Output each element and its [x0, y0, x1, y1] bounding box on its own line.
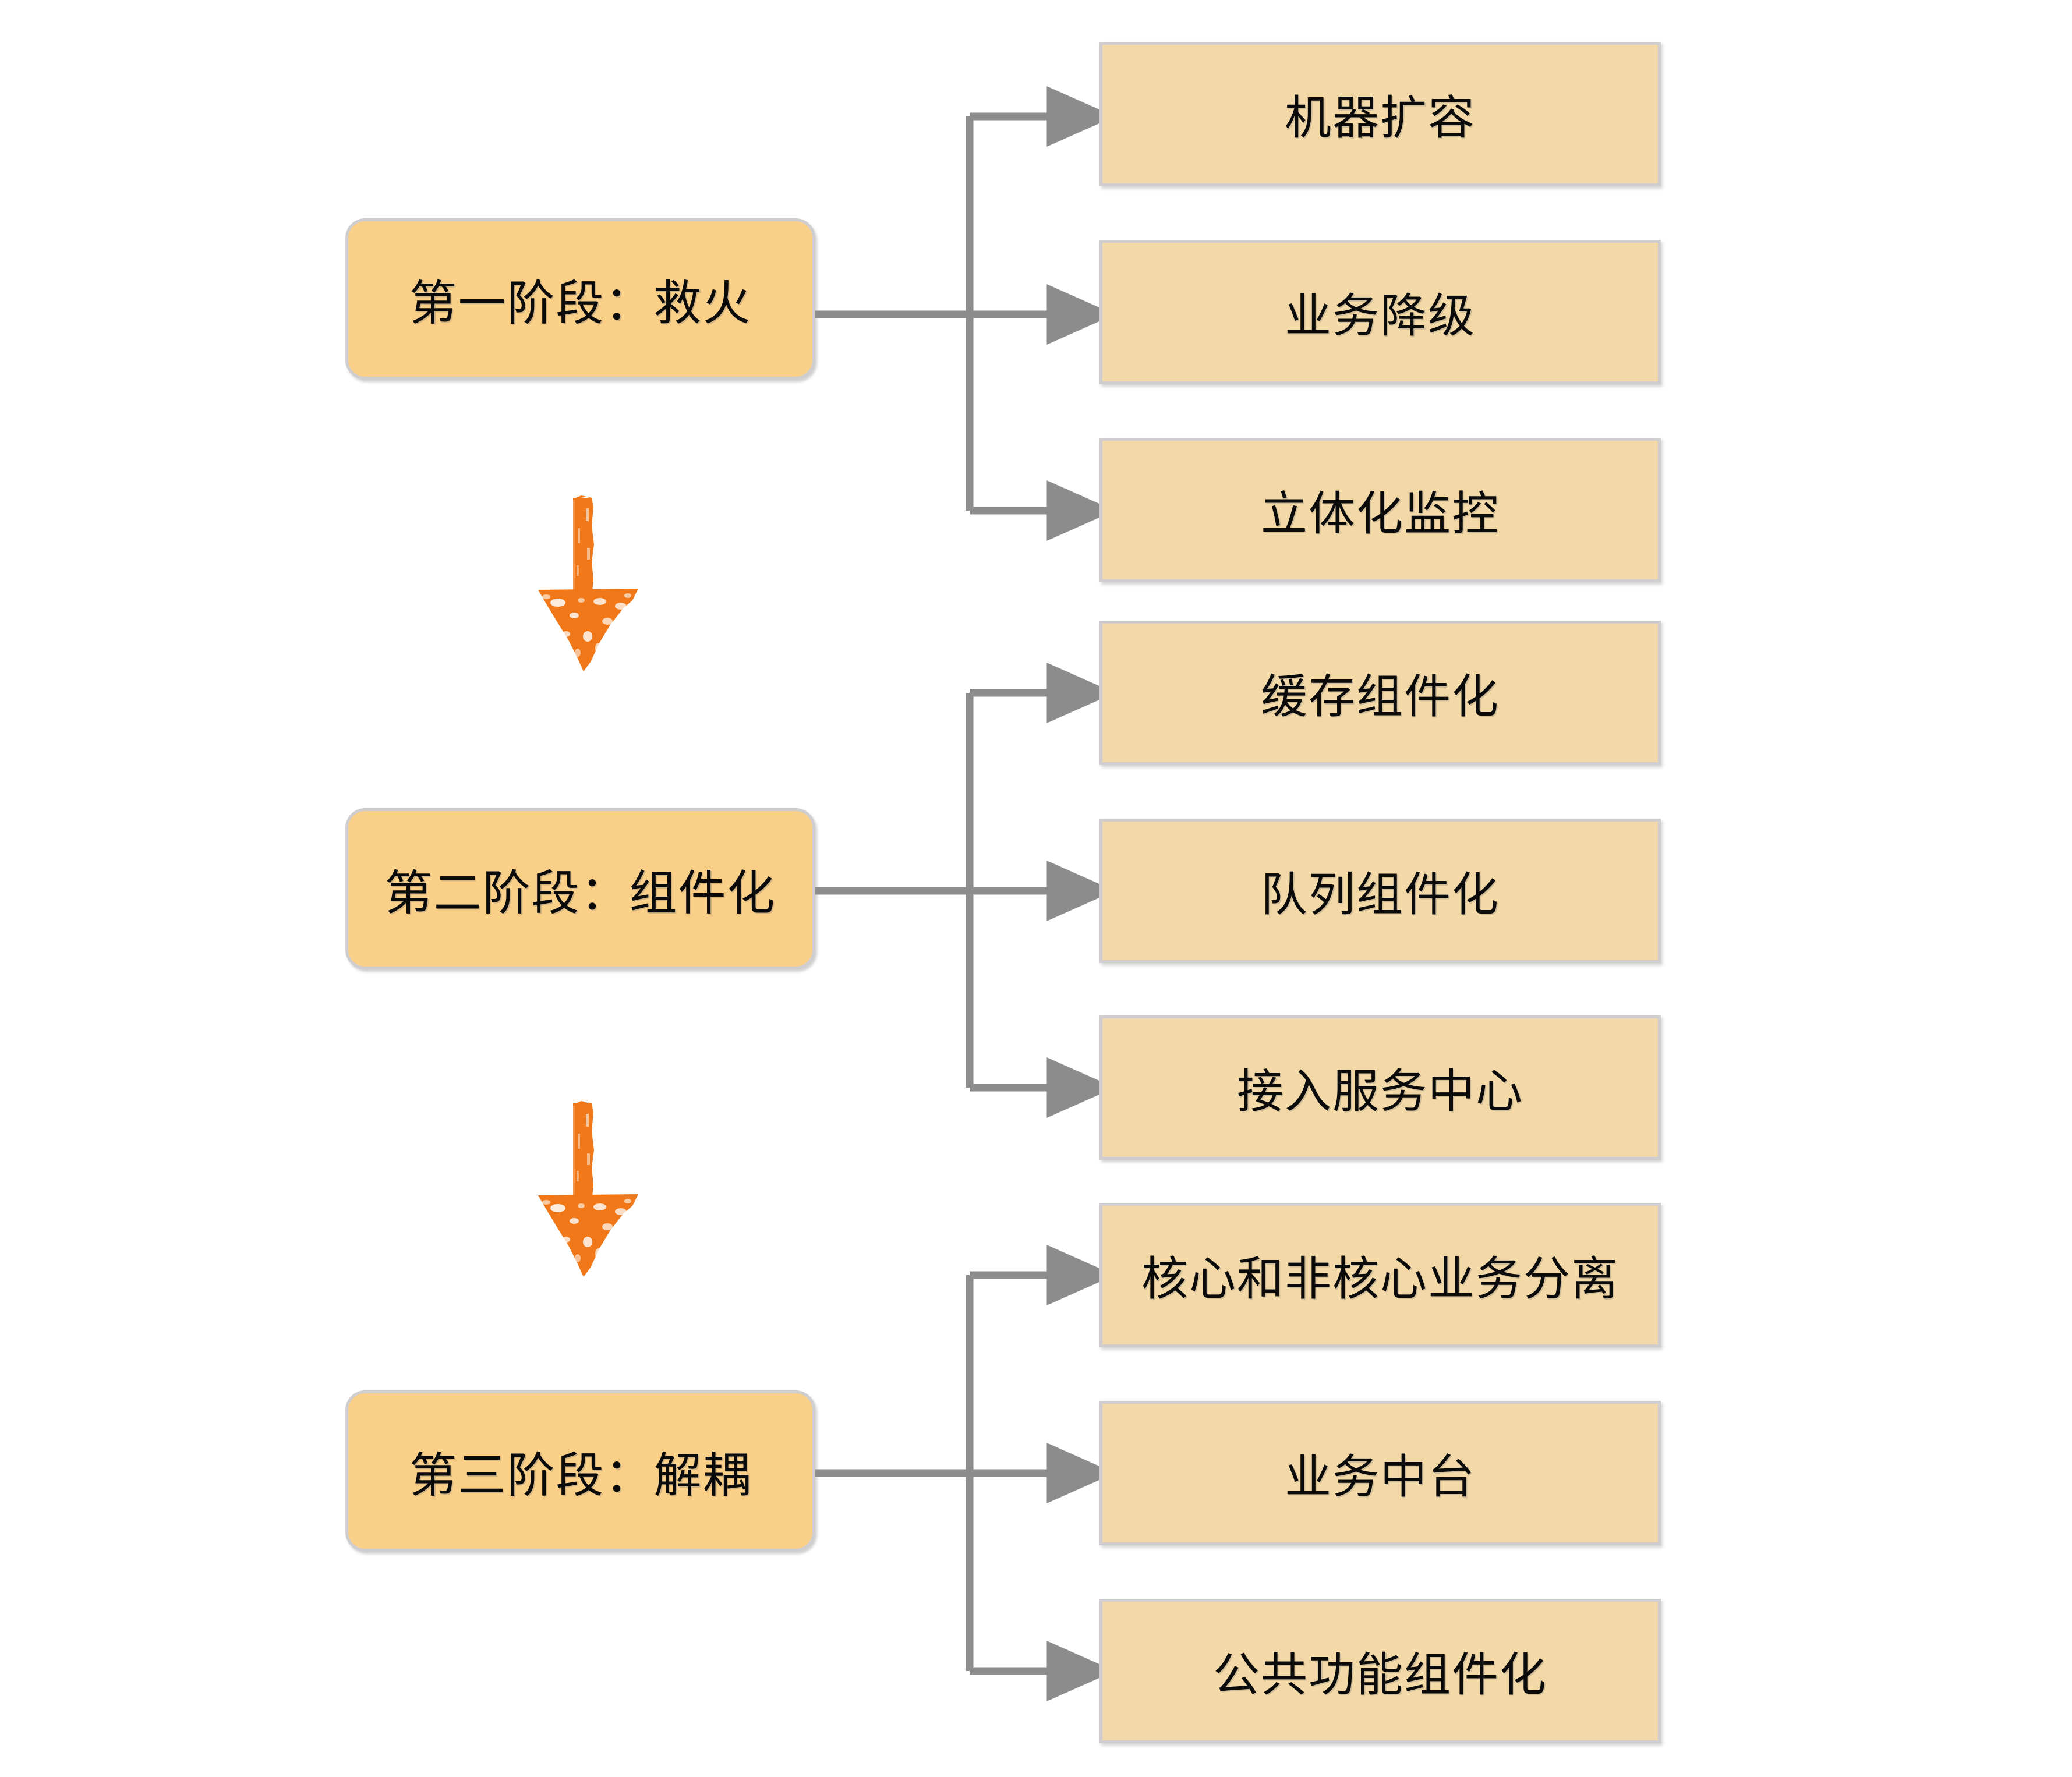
stage-label-3: 第三阶段：解耦 — [409, 1449, 752, 1502]
task-box-1-2[interactable]: 业务降级 — [1099, 240, 1661, 384]
down-arrow-icon-1 — [538, 495, 638, 671]
connector-group-stage-2 — [815, 663, 1115, 1118]
task-label-2-1: 缓存组件化 — [1261, 671, 1500, 723]
stage-label-2: 第二阶段：组件化 — [384, 867, 776, 920]
down-arrow-icon-2 — [538, 1101, 638, 1277]
task-label-3-1: 核心和非核心业务分离 — [1141, 1253, 1619, 1305]
task-box-2-1[interactable]: 缓存组件化 — [1099, 621, 1661, 765]
stage-label-1: 第一阶段：救火 — [409, 277, 752, 330]
task-box-2-2[interactable]: 队列组件化 — [1099, 819, 1661, 963]
task-box-3-1[interactable]: 核心和非核心业务分离 — [1099, 1203, 1661, 1347]
task-label-3-3: 公共功能组件化 — [1213, 1649, 1547, 1701]
task-label-2-3: 接入服务中心 — [1237, 1066, 1523, 1117]
task-box-1-1[interactable]: 机器扩容 — [1099, 42, 1661, 186]
task-box-3-2[interactable]: 业务中台 — [1099, 1401, 1661, 1545]
task-box-2-3[interactable]: 接入服务中心 — [1099, 1015, 1661, 1160]
stage-box-1[interactable]: 第一阶段：救火 — [345, 218, 815, 380]
connector-group-stage-1 — [815, 86, 1115, 541]
task-label-3-2: 业务中台 — [1285, 1451, 1476, 1503]
task-box-3-3[interactable]: 公共功能组件化 — [1099, 1599, 1661, 1743]
task-label-1-3: 立体化监控 — [1261, 488, 1500, 540]
connector-group-stage-3 — [815, 1245, 1115, 1701]
task-label-2-2: 队列组件化 — [1261, 869, 1500, 921]
task-label-1-2: 业务降级 — [1285, 290, 1476, 342]
task-label-1-1: 机器扩容 — [1285, 92, 1476, 144]
task-box-1-3[interactable]: 立体化监控 — [1099, 438, 1661, 582]
stage-box-2[interactable]: 第二阶段：组件化 — [345, 808, 815, 969]
stage-box-3[interactable]: 第三阶段：解耦 — [345, 1390, 815, 1552]
